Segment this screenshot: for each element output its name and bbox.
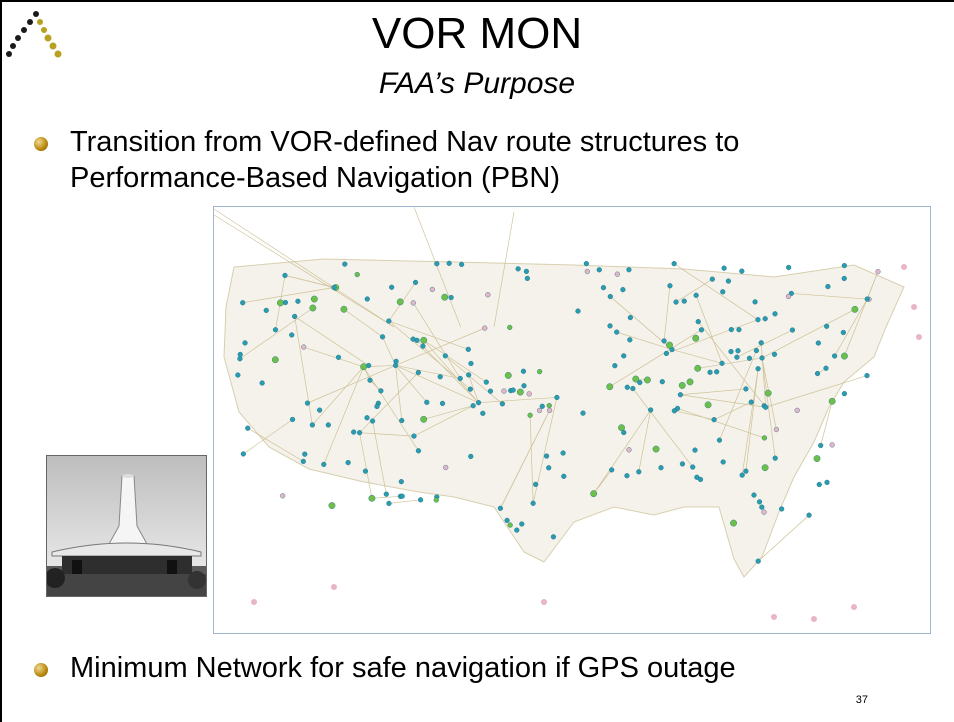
bullet-item-1: Transition from VOR-defined Nav route st… <box>34 124 894 196</box>
page-number: 37 <box>855 694 868 706</box>
bullet-text: Minimum Network for safe navigation if G… <box>70 652 736 684</box>
map-graphic <box>214 207 922 622</box>
logo-icon <box>6 11 62 58</box>
navigation-network-map <box>213 206 931 634</box>
slide-title: VOR MON <box>371 9 583 58</box>
bullet-icon <box>34 663 48 677</box>
bullet-text: Transition from VOR-defined Nav route st… <box>70 126 740 194</box>
bullet-icon <box>34 137 48 151</box>
slide-subtitle: FAA’s Purpose <box>378 67 576 100</box>
vor-station-photo <box>46 455 207 597</box>
bullet-item-2: Minimum Network for safe navigation if G… <box>34 650 894 686</box>
